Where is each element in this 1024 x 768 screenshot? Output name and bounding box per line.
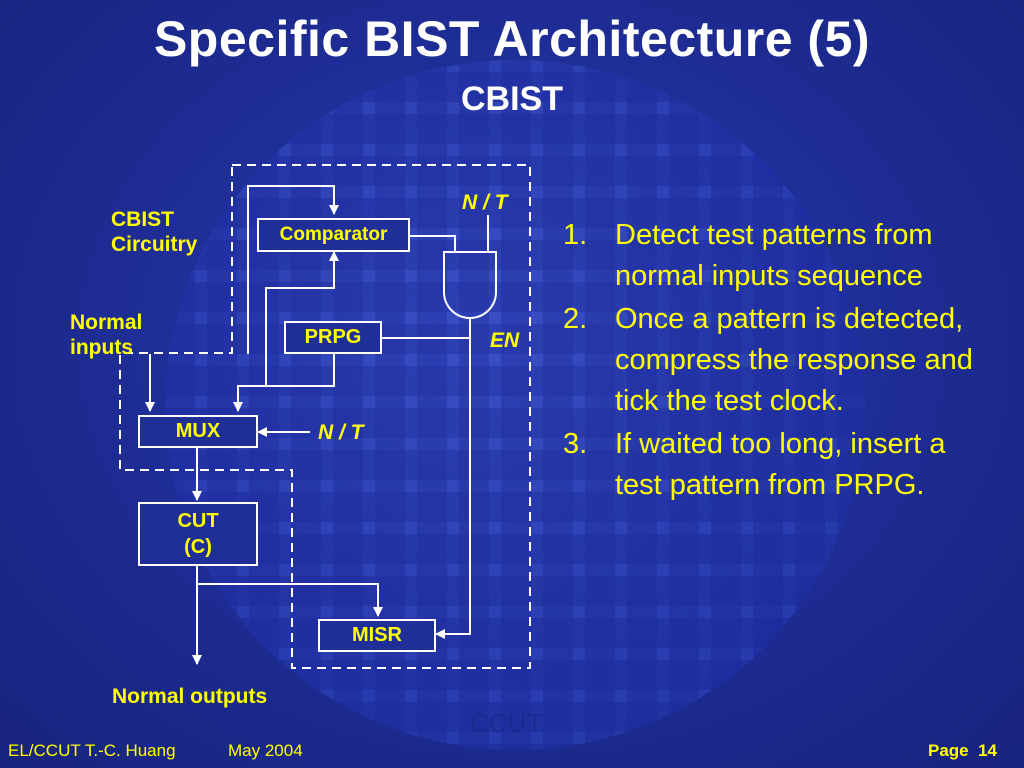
cbist-circuitry-label: CBIST Circuitry xyxy=(111,208,198,256)
comparator-block: Comparator xyxy=(257,218,410,252)
footer-date: May 2004 xyxy=(228,741,303,760)
misr-block: MISR xyxy=(318,619,436,652)
nt-gate-label: N / T xyxy=(462,191,508,214)
slide-subtitle: CBIST xyxy=(461,80,563,118)
list-item: 3.If waited too long, insert a test patt… xyxy=(563,428,946,501)
footer-page: Page 14 xyxy=(928,741,997,761)
wire-cut-to-misr xyxy=(197,583,383,617)
watermark-large: CCUT xyxy=(470,708,543,738)
wire-comparator-to-gate xyxy=(410,235,456,252)
and-gate xyxy=(443,251,497,319)
mux-block: MUX xyxy=(138,415,258,448)
prpg-block: PRPG xyxy=(284,321,382,354)
page-number: 14 xyxy=(978,741,998,760)
watermark-small: TCH xyxy=(496,680,521,694)
wire-inputs-to-comparator xyxy=(247,185,339,354)
wire-gate-to-misr xyxy=(435,318,471,639)
wire-prpg-to-comparator xyxy=(265,251,339,386)
page-label: Page xyxy=(928,741,969,760)
en-label: EN xyxy=(490,329,520,352)
cut-block: CUT (C) xyxy=(138,502,258,566)
normal-outputs-label: Normal outputs xyxy=(112,685,268,708)
footer-author: EL/CCUT T.-C. Huang xyxy=(8,741,176,760)
background-disc xyxy=(165,60,865,750)
normal-inputs-label: Normal inputs xyxy=(70,311,143,359)
slide-title: Specific BIST Architecture (5) xyxy=(153,11,871,67)
nt-mux-label: N / T xyxy=(318,421,364,444)
background-tiles xyxy=(165,60,865,750)
wire-prpg-to-mux xyxy=(233,354,335,412)
list-item: 2.Once a pattern is detected, compress t… xyxy=(563,303,973,417)
list-item: 1.Detect test patterns from normal input… xyxy=(563,219,933,292)
steps-list: 1.Detect test patterns from normal input… xyxy=(560,215,1000,508)
cbist-boundary xyxy=(119,164,531,669)
